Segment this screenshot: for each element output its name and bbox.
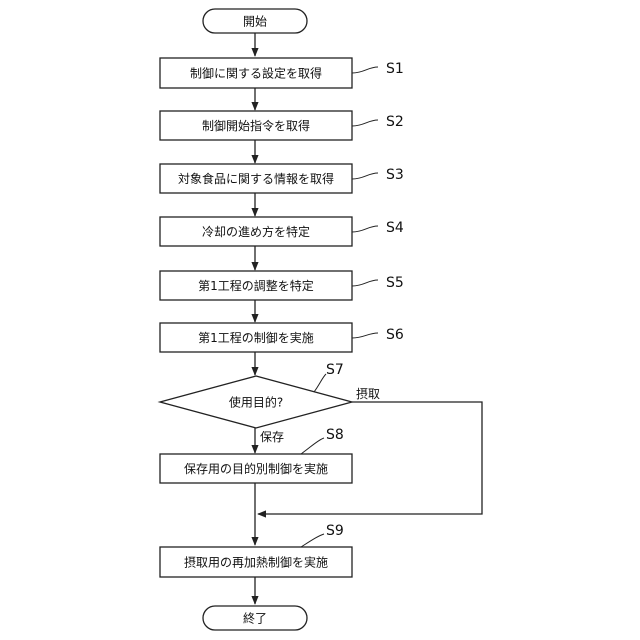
decision-s7: 使用目的? S7 摂取 保存 bbox=[160, 362, 380, 444]
end-label: 終了 bbox=[243, 611, 267, 626]
step-s4-id: S4 bbox=[386, 220, 404, 236]
step-s8-label: 保存用の目的別制御を実施 bbox=[184, 461, 328, 476]
decision-label: 使用目的? bbox=[229, 395, 283, 410]
step-s1-id: S1 bbox=[386, 61, 404, 77]
step-s6-label: 第1工程の制御を実施 bbox=[198, 330, 314, 345]
start-terminal: 開始 bbox=[203, 9, 307, 33]
step-s1-leader bbox=[352, 67, 378, 73]
start-label: 開始 bbox=[243, 15, 267, 29]
step-s4-label: 冷却の進め方を特定 bbox=[202, 224, 310, 239]
step-s6: 第1工程の制御を実施 S6 bbox=[160, 323, 404, 352]
step-s8-id: S8 bbox=[326, 427, 344, 443]
step-s1-label: 制御に関する設定を取得 bbox=[190, 66, 322, 81]
step-s2-id: S2 bbox=[386, 114, 404, 130]
step-s1: 制御に関する設定を取得 S1 bbox=[160, 58, 404, 88]
step-s3-leader bbox=[352, 173, 378, 179]
step-s5-leader bbox=[352, 280, 378, 286]
step-s8-leader bbox=[301, 438, 324, 454]
step-s9: 摂取用の再加熱制御を実施 S9 bbox=[160, 523, 352, 577]
step-s4: 冷却の進め方を特定 S4 bbox=[160, 217, 404, 246]
step-s5-label: 第1工程の調整を特定 bbox=[198, 278, 314, 293]
step-s9-leader bbox=[301, 534, 324, 547]
step-s2-leader bbox=[352, 120, 378, 126]
decision-leader bbox=[314, 374, 326, 392]
step-s3: 対象食品に関する情報を取得 S3 bbox=[160, 164, 404, 193]
branch-down-label: 保存 bbox=[260, 430, 284, 444]
step-s8: 保存用の目的別制御を実施 S8 bbox=[160, 427, 352, 483]
step-s3-id: S3 bbox=[386, 167, 404, 183]
step-s2-label: 制御開始指令を取得 bbox=[202, 118, 310, 133]
step-s5: 第1工程の調整を特定 S5 bbox=[160, 271, 404, 300]
step-s9-id: S9 bbox=[326, 523, 344, 539]
step-s9-label: 摂取用の再加熱制御を実施 bbox=[184, 555, 328, 570]
step-s3-label: 対象食品に関する情報を取得 bbox=[178, 171, 334, 186]
branch-right-label: 摂取 bbox=[356, 386, 380, 401]
end-terminal: 終了 bbox=[203, 606, 307, 630]
step-s2: 制御開始指令を取得 S2 bbox=[160, 111, 404, 140]
step-s6-leader bbox=[352, 333, 378, 338]
decision-id: S7 bbox=[326, 362, 344, 378]
step-s4-leader bbox=[352, 226, 378, 232]
step-s6-id: S6 bbox=[386, 327, 404, 343]
step-s5-id: S5 bbox=[386, 275, 404, 291]
